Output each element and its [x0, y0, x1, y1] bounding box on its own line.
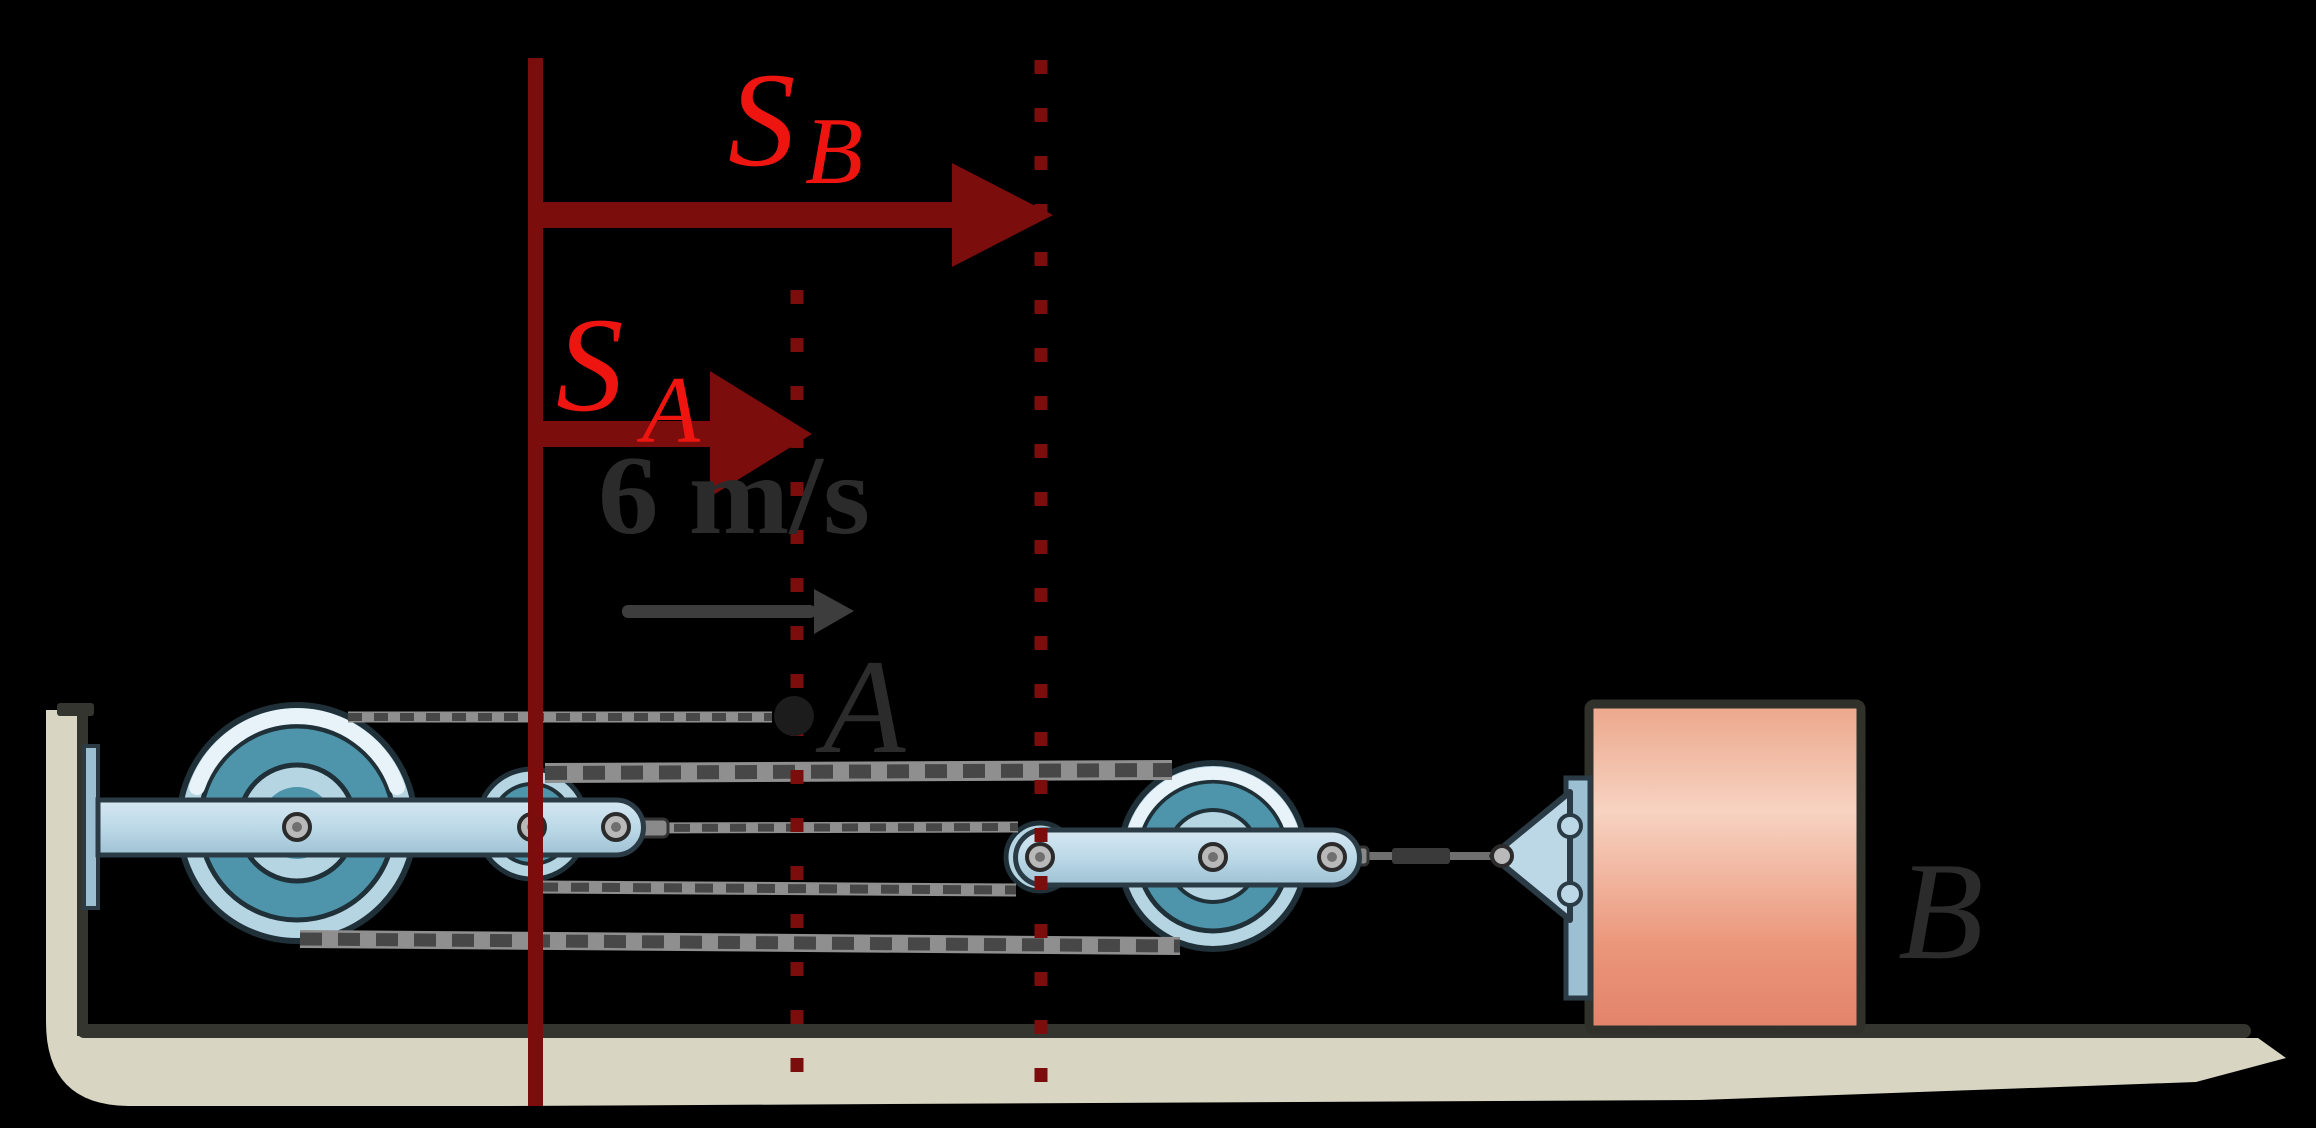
- arrowhead-icon: [952, 163, 1053, 267]
- rope-upper-span: [544, 760, 1173, 783]
- rope-link-span: [617, 817, 1019, 839]
- rope-texture: [617, 823, 1019, 832]
- arrowhead-icon: [814, 589, 854, 634]
- pulley-highlight: [189, 708, 405, 795]
- clevis-pin: [1490, 844, 1514, 868]
- velocity-label: 6 m/s: [598, 434, 870, 558]
- sB-label: S: [728, 46, 796, 195]
- block-B: [1584, 699, 1866, 1035]
- right-bracket-bar: [1013, 827, 1362, 888]
- point-A-marker: [774, 696, 814, 736]
- datum-line: [528, 58, 543, 1106]
- arrow-shaft: [542, 202, 954, 228]
- rope-lower-span: [539, 880, 1017, 897]
- rope-texture: [299, 932, 1181, 953]
- clevis-bolt: [1557, 881, 1583, 907]
- rope-texture: [544, 763, 1173, 780]
- velocity-arrow: [622, 589, 854, 634]
- block-B-label: B: [1898, 834, 1984, 989]
- sA-position-arrow: [542, 371, 812, 497]
- clevis-bolt: [1557, 813, 1583, 839]
- pulley-highlight: [1128, 766, 1298, 835]
- sB-position-arrow: [542, 163, 1053, 267]
- sB-label-subscript: B: [805, 98, 863, 204]
- arrow-shaft: [622, 605, 816, 618]
- pin: [1317, 842, 1347, 872]
- sA-label: S: [556, 291, 624, 440]
- pin: [1025, 842, 1055, 872]
- pin: [601, 812, 631, 842]
- pin: [282, 812, 312, 842]
- rope-bottom-span: [299, 930, 1181, 955]
- arrowhead-icon: [710, 371, 812, 497]
- ground-slab: [46, 710, 2286, 1106]
- clevis-bracket: [1489, 789, 1573, 923]
- left-bracket-bar: [95, 797, 646, 858]
- rope-texture: [539, 882, 1017, 895]
- rope-turnbuckle: [1392, 848, 1450, 864]
- point-A-label: A: [815, 633, 906, 782]
- sA-label-subscript: A: [636, 357, 701, 463]
- arrow-shaft: [542, 421, 712, 447]
- wall-top-cap: [57, 703, 94, 716]
- pin: [1198, 842, 1228, 872]
- floor-line: [77, 1024, 2251, 1038]
- block-B-assembly: [1489, 699, 1866, 1035]
